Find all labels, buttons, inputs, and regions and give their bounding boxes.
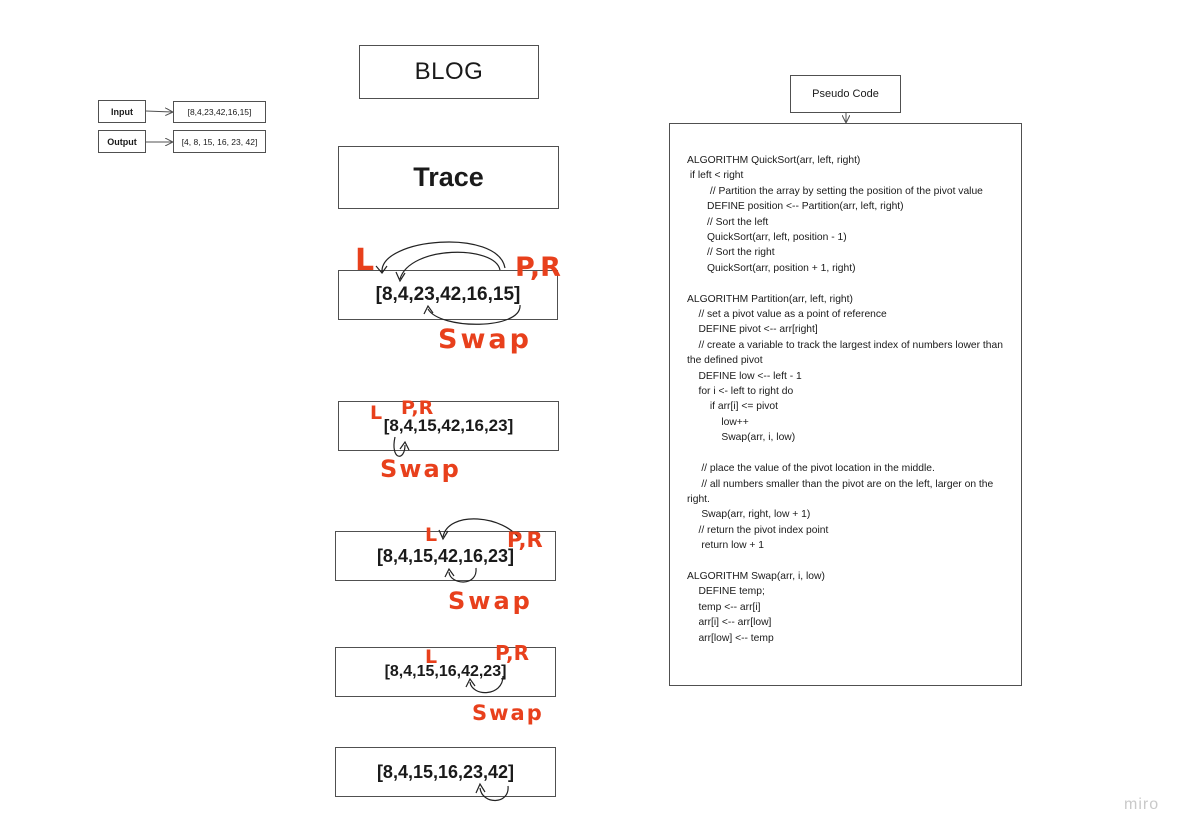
pseudo-code-line: QuickSort(arr, left, position - 1) (687, 232, 847, 244)
pseudo-code-line: temp <-- arr[i] (687, 601, 761, 613)
step5-arc (479, 785, 509, 802)
pseudo-code-line: for i <- left to right do (687, 386, 794, 398)
pseudo-code-line: // Partition the array by setting the po… (687, 185, 983, 197)
trace-step-4-array: [8,4,15,16,42,23] (335, 647, 556, 697)
pseudo-code-line: if left < right (687, 170, 744, 182)
step3-bottom-arc (448, 567, 477, 583)
output-label: Output (98, 130, 146, 153)
step2-swap-label: Swap (380, 455, 461, 483)
pseudo-code-line: // create a variable to track the larges… (687, 339, 1006, 367)
blog-title: BLOG (359, 45, 539, 99)
step4-left-mark: L (425, 646, 437, 668)
step4-pivot-mark: P,R (495, 641, 529, 665)
step1-swap-label: Swap (438, 324, 532, 355)
step3-pivot-mark: P,R (507, 528, 543, 552)
step4-swap-label: Swap (472, 701, 544, 725)
pseudo-code-line: ALGORITHM Swap(arr, i, low) (687, 570, 825, 582)
pseudo-code-line: DEFINE pivot <-- arr[right] (687, 324, 818, 336)
input-arrow (145, 111, 172, 112)
step1-pivot-mark: P,R (515, 252, 561, 283)
input-label: Input (98, 100, 146, 123)
pseudo-code-line: Swap(arr, right, low + 1) (687, 509, 811, 521)
pseudo-code-line: DEFINE position <-- Partition(arr, left,… (687, 201, 904, 213)
trace-title: Trace (338, 146, 559, 209)
pseudo-code-line: if arr[i] <= pivot (687, 401, 778, 413)
pseudo-code-line: // Sort the left (687, 216, 769, 228)
pseudo-code-line: ALGORITHM Partition(arr, left, right) (687, 293, 853, 305)
step2-arc (393, 436, 406, 457)
pseudo-code-line: // place the value of the pivot location… (687, 463, 935, 475)
step1-top-arc (381, 241, 506, 273)
input-value: [8,4,23,42,16,15] (173, 101, 266, 123)
step2-pivot-mark: P,R (401, 397, 434, 419)
miro-watermark: miro (1124, 796, 1160, 813)
pseudo-code-line: DEFINE temp; (687, 586, 765, 598)
pseudo-code-line: arr[low] <-- temp (687, 632, 774, 644)
step1-left-mark: L (355, 243, 374, 278)
pseudo-code-line: // all numbers smaller than the pivot ar… (687, 478, 997, 505)
pseudo-code-line: QuickSort(arr, position + 1, right) (687, 262, 856, 274)
trace-step-2-array: [8,4,15,42,16,23] (338, 401, 559, 451)
pseudo-code-block: ALGORITHM QuickSort(arr, left, right) if… (669, 123, 1022, 686)
step3-left-mark: L (425, 524, 437, 546)
step2-left-mark: L (370, 402, 382, 424)
step4-arc (469, 675, 504, 694)
pseudo-code-line: ALGORITHM QuickSort(arr, left, right) (687, 155, 861, 166)
pseudo-code-line: arr[i] <-- arr[low] (687, 617, 772, 629)
step3-top-arc (442, 518, 521, 541)
step3-swap-label: Swap (448, 587, 533, 615)
pseudo-code-line: return low + 1 (687, 540, 764, 552)
pseudo-code-line: low++ (687, 416, 749, 428)
output-value: [4, 8, 15, 16, 23, 42] (173, 130, 266, 153)
trace-step-1-array: [8,4,23,42,16,15] (338, 270, 558, 320)
trace-step-5-array: [8,4,15,16,23,42] (335, 747, 556, 797)
pseudo-code-line: // set a pivot value as a point of refer… (687, 309, 887, 321)
step1-bottom-arc (427, 304, 521, 325)
pseudo-code-line: // Sort the right (687, 247, 775, 259)
pseudo-code-line: DEFINE low <-- left - 1 (687, 370, 802, 382)
pseudo-code-line: // return the pivot index point (687, 524, 829, 536)
pseudo-code-title: Pseudo Code (790, 75, 901, 113)
step1-top-arc-2 (399, 251, 501, 280)
pseudo-code-line: Swap(arr, i, low) (687, 432, 796, 444)
